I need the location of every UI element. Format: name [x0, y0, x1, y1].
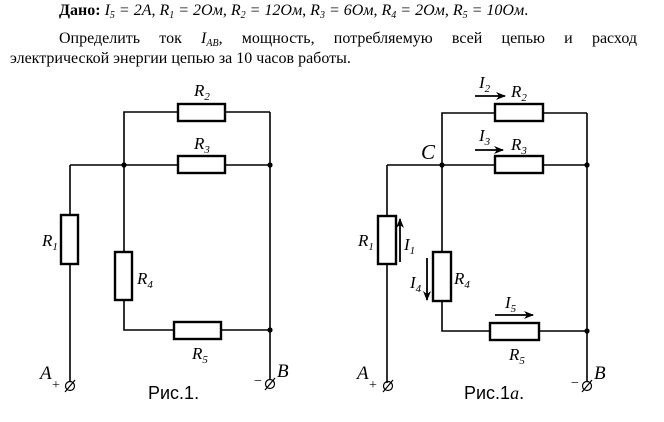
label-r5: R5 — [191, 344, 208, 366]
given-value: R1 = 2Ом, — [159, 2, 231, 21]
label-r4: R4 — [453, 269, 470, 291]
terminal-b-label: B — [594, 363, 606, 384]
resistor-r2 — [176, 102, 227, 123]
given-values: I5 = 2A, R1 = 2Ом, R2 = 12Ом, R3 = 6Ом, … — [104, 2, 529, 21]
label-r2: R2 — [510, 82, 527, 104]
resistor-r2 — [493, 102, 545, 123]
terminal-a-icon — [64, 380, 76, 392]
terminal-b-slash — [581, 379, 593, 393]
resistor-r5 — [488, 321, 541, 342]
label-i5: I5 — [504, 293, 517, 315]
task-line-2: электрической энергии цепью за 10 часов … — [10, 50, 351, 67]
given-value: I5 = 2A, — [104, 2, 160, 21]
terminal-a-slash — [64, 379, 76, 393]
wire-r2-branch — [441, 112, 495, 165]
label-r3: R3 — [193, 134, 210, 156]
label-r3: R3 — [510, 135, 527, 157]
terminal-b-sign: − — [571, 376, 579, 391]
label-r1: R1 — [41, 231, 58, 253]
given-line: Дано: I5 = 2A, R1 = 2Ом, R2 = 12Ом, R3 =… — [59, 1, 528, 21]
figure-1a-labels: R2 R3 R1 R4 R5 I2 I3 I1 I4 I5 C A + B − — [355, 73, 606, 393]
label-r4: R4 — [136, 269, 153, 291]
task-text-pre: Определить ток — [59, 30, 202, 47]
given-value: R4 = 2Ом, — [381, 2, 453, 21]
terminal-a-sign: + — [52, 378, 60, 393]
label-r2: R2 — [193, 81, 210, 103]
label-i3: I3 — [478, 126, 491, 148]
figure-1a — [376, 92, 593, 393]
resistor-r4 — [431, 250, 453, 303]
node-junction — [584, 162, 590, 168]
terminal-b-sign: − — [254, 374, 262, 389]
resistor-r3 — [493, 154, 545, 175]
given-value: R5 = 10Ом. — [452, 2, 529, 21]
wire-r4-bottom — [123, 300, 174, 331]
resistor-r1 — [376, 214, 398, 266]
label-i2: I2 — [478, 73, 491, 95]
node-c — [439, 162, 445, 168]
node-junction — [584, 328, 590, 334]
figure-1a-caption: Рис.1a. — [464, 383, 524, 403]
terminal-b-slash — [264, 377, 276, 391]
label-i4: I4 — [409, 273, 422, 295]
given-value: R2 = 12Ом, — [230, 2, 311, 21]
node-junction — [267, 162, 273, 168]
label-r1: R1 — [357, 231, 374, 253]
terminal-a-label: A — [38, 363, 52, 384]
given-label: Дано: — [59, 2, 101, 19]
wire-r2-branch — [123, 111, 178, 165]
terminal-a-icon — [382, 380, 394, 392]
wire-r4-bottom — [441, 301, 490, 332]
node-junction — [121, 162, 127, 168]
terminal-b-label: B — [277, 361, 289, 382]
figure-1-caption: Рис.1. — [148, 383, 199, 403]
node-junction — [267, 327, 273, 333]
node-c-label: C — [421, 140, 436, 164]
label-i1: I1 — [403, 235, 415, 257]
current-iab: IAB — [201, 30, 219, 49]
resistor-r3 — [176, 154, 227, 175]
terminal-b-icon — [581, 380, 593, 392]
task-line-1: Определить ток IAB, мощность, потребляем… — [59, 29, 637, 49]
terminal-a-label: A — [355, 363, 369, 384]
resistor-r4 — [113, 250, 134, 302]
figure-1 — [59, 102, 276, 393]
terminal-a-slash — [382, 379, 394, 393]
figure-1-labels: R2 R3 R1 R4 R5 A + B − — [38, 81, 289, 393]
task-text-post: , мощность, потребляемую всей цепью и ра… — [218, 30, 638, 47]
resistor-r1 — [59, 213, 80, 266]
label-r5: R5 — [508, 345, 525, 367]
terminal-b-icon — [264, 378, 276, 390]
resistor-r5 — [172, 320, 223, 341]
given-value: R3 = 6Ом, — [310, 2, 382, 21]
terminal-a-sign: + — [369, 378, 377, 393]
